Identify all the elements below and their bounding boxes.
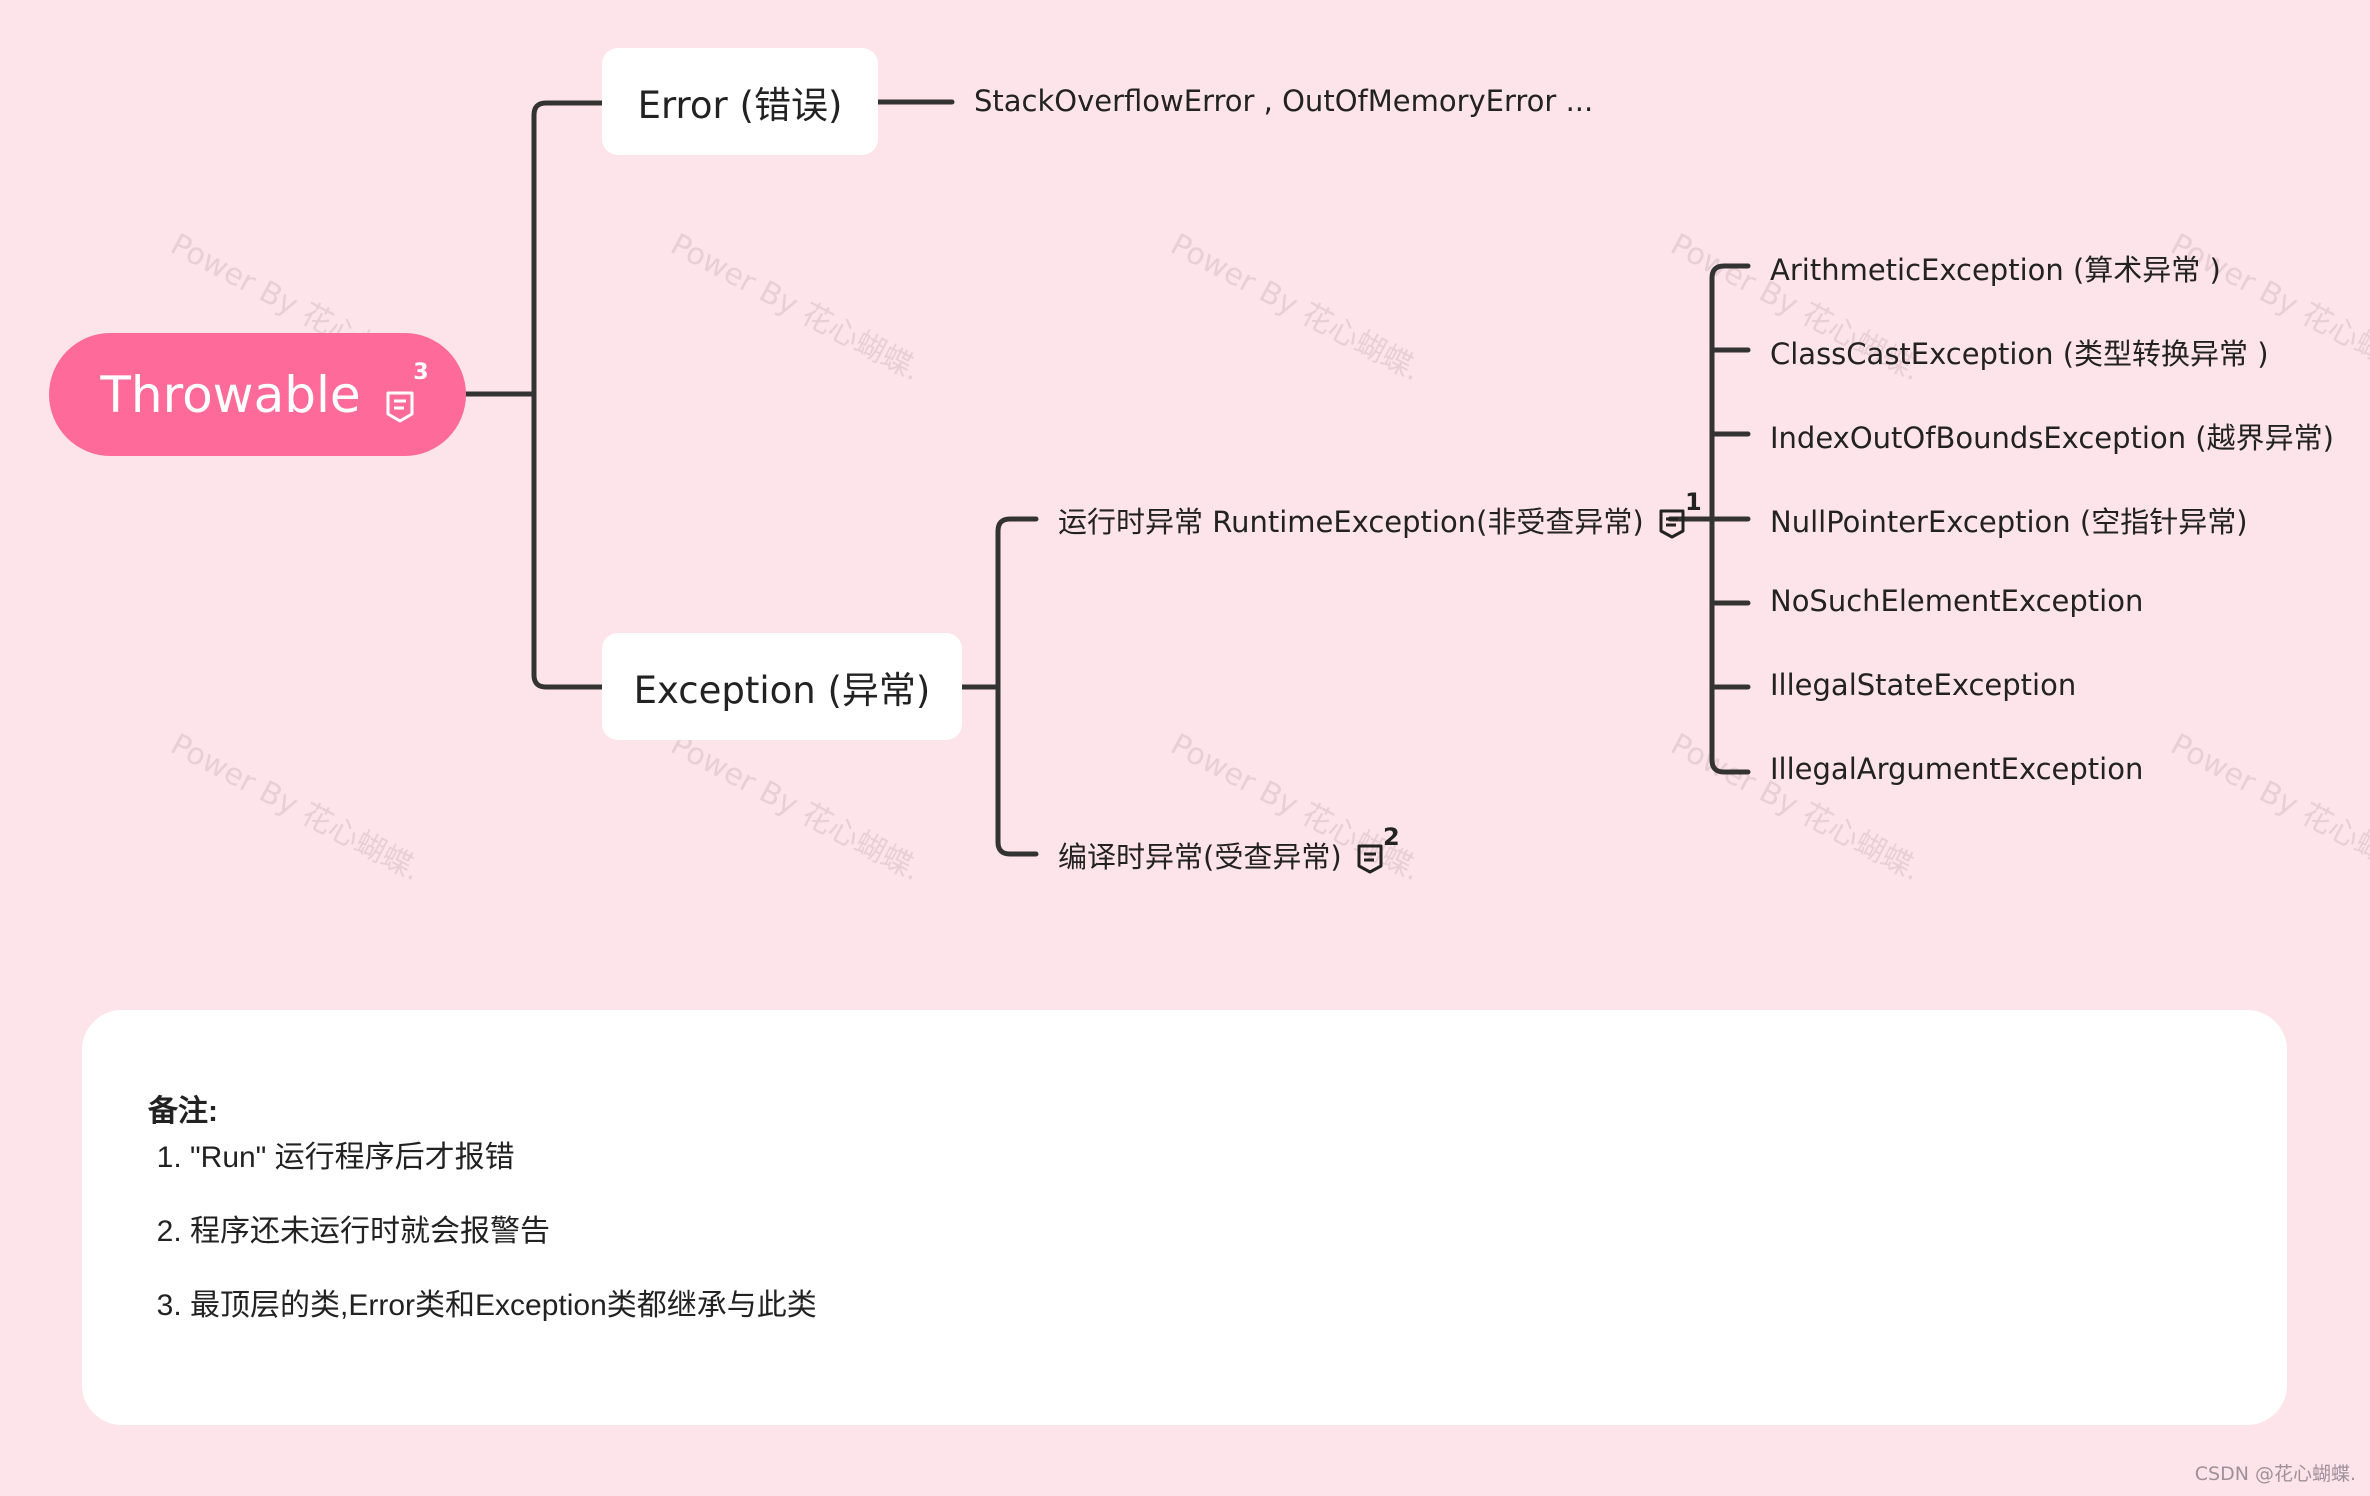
notes-panel: 备注: "Run" 运行程序后才报错 程序还未运行时就会报警告 最顶层的类,Er…	[82, 1010, 2287, 1425]
runtime-child[interactable]: NullPointerException (空指针异常)	[1770, 505, 2248, 539]
checked-exception-label: 编译时异常(受查异常)	[1058, 840, 1342, 874]
notes-list: "Run" 运行程序后才报错 程序还未运行时就会报警告 最顶层的类,Error类…	[148, 1136, 2221, 1328]
note-item: "Run" 运行程序后才报错	[190, 1136, 2221, 1180]
error-node[interactable]: Error (错误)	[602, 48, 878, 155]
note-icon[interactable]: 1	[1658, 488, 1702, 540]
error-children[interactable]: StackOverflowError , OutOfMemoryError ..…	[974, 84, 1593, 118]
runtime-child[interactable]: NoSuchElementException	[1770, 584, 2144, 618]
note-item: 程序还未运行时就会报警告	[190, 1210, 2221, 1254]
exception-label: Exception (异常)	[633, 668, 931, 712]
runtime-exception-label: 运行时异常 RuntimeException(非受查异常)	[1058, 505, 1644, 539]
error-children-label: StackOverflowError , OutOfMemoryError ..…	[974, 84, 1594, 118]
runtime-child[interactable]: ArithmeticException (算术异常 )	[1770, 253, 2221, 287]
note-ref: 1	[1685, 488, 1702, 516]
error-label: Error (错误)	[637, 83, 843, 127]
checked-exception-node[interactable]: 编译时异常(受查异常) 2	[1058, 823, 1400, 876]
note-ref: 2	[1382, 823, 1400, 851]
exception-node[interactable]: Exception (异常)	[602, 633, 962, 740]
note-icon[interactable]: 2	[1356, 823, 1400, 875]
note-item: 最顶层的类,Error类和Exception类都继承与此类	[190, 1284, 2221, 1328]
credit-text: CSDN @花心蝴蝶.	[2194, 1463, 2356, 1485]
notes-title: 备注:	[148, 1095, 218, 1128]
note-ref: 3	[413, 359, 429, 385]
runtime-exception-node[interactable]: 运行时异常 RuntimeException(非受查异常) 1	[1058, 488, 1702, 541]
runtime-child[interactable]: IllegalArgumentException	[1770, 752, 2144, 786]
root-label: Throwable	[100, 365, 361, 424]
root-node[interactable]: Throwable 3	[49, 333, 466, 456]
note-icon[interactable]: 3	[385, 360, 429, 422]
runtime-child[interactable]: IndexOutOfBoundsException (越界异常)	[1770, 421, 2334, 455]
runtime-child[interactable]: IllegalStateException	[1770, 668, 2077, 702]
runtime-child[interactable]: ClassCastException (类型转换异常 )	[1770, 337, 2269, 371]
connector-exception-bracket	[995, 516, 1039, 857]
connector-root-bracket	[531, 100, 605, 690]
